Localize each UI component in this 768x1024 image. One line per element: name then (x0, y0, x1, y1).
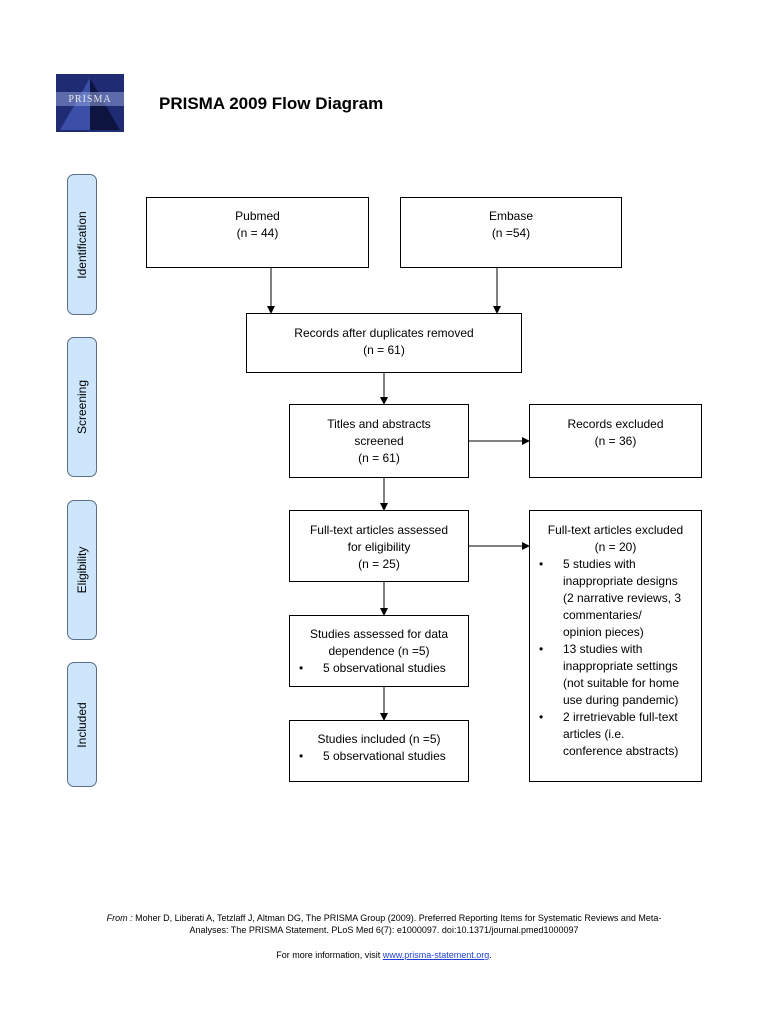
settings-line: use during pandemic) (563, 693, 679, 707)
page-title: PRISMA 2009 Flow Diagram (159, 94, 384, 113)
dependence-item: 5 observational studies (290, 660, 468, 677)
citation-footer: From : Moher D, Liberati A, Tetzlaff J, … (0, 912, 768, 936)
box-fulltext-assessed: Full-text articles assessed for eligibil… (289, 510, 469, 582)
screened-count: (n = 61) (358, 451, 400, 465)
irretrievable-line: 2 irretrievable full-text (563, 710, 678, 724)
more-info: For more information, visit www.prisma-s… (0, 950, 768, 960)
settings-line: 13 studies with (563, 642, 643, 656)
box-pubmed: Pubmed (n = 44) (146, 197, 369, 268)
dependence-line1: Studies assessed for data (309, 627, 449, 641)
designs-line: (2 narrative reviews, 3 (563, 591, 682, 605)
exclusion-reason-designs: 5 studies with inappropriate designs (2 … (530, 556, 701, 641)
exclusion-reason-settings: 13 studies with inappropriate settings (… (530, 641, 701, 709)
box-records-excluded: Records excluded (n = 36) (529, 404, 702, 478)
citation-line1: Moher D, Liberati A, Tetzlaff J, Altman … (135, 913, 662, 923)
designs-line: commentaries/ (563, 608, 642, 622)
duplicates-count: (n = 61) (363, 343, 405, 357)
box-embase: Embase (n =54) (400, 197, 622, 268)
settings-line: inappropriate settings (563, 659, 678, 673)
phase-included: Included (67, 662, 97, 787)
phase-eligibility: Eligibility (67, 500, 97, 640)
designs-line: opinion pieces) (563, 625, 644, 639)
prisma-website-link[interactable]: www.prisma-statement.org (382, 950, 490, 960)
designs-line: inappropriate designs (563, 574, 678, 588)
embase-label: Embase (488, 209, 534, 223)
screened-line2: screened (354, 434, 404, 448)
pubmed-label: Pubmed (235, 209, 280, 223)
irretrievable-line: conference abstracts) (563, 744, 679, 758)
fulltext-count: (n = 25) (358, 557, 400, 571)
excluded-count: (n = 36) (594, 434, 637, 448)
box-duplicates-removed: Records after duplicates removed (n = 61… (246, 313, 522, 373)
box-screened: Titles and abstracts screened (n = 61) (289, 404, 469, 478)
pubmed-count: (n = 44) (236, 226, 279, 240)
irretrievable-line: articles (i.e. (563, 727, 625, 741)
duplicates-label: Records after duplicates removed (294, 326, 474, 340)
phase-screening: Screening (67, 337, 97, 477)
more-info-suffix: . (489, 950, 492, 960)
logo-triangle (56, 74, 124, 132)
included-label: Studies included (n =5) (317, 732, 441, 746)
logo-text: PRISMA (68, 94, 112, 105)
embase-count: (n =54) (491, 226, 531, 240)
citation-line2: Analyses: The PRISMA Statement. PLoS Med… (189, 925, 579, 935)
more-info-prefix: For more information, visit (276, 950, 383, 960)
box-studies-included: Studies included (n =5) 5 observational … (289, 720, 469, 782)
fulltext-excluded-label: Full-text articles excluded (547, 523, 684, 537)
excluded-label: Records excluded (567, 417, 664, 431)
box-fulltext-excluded: Full-text articles excluded (n = 20) 5 s… (529, 510, 702, 782)
designs-line: 5 studies with (563, 557, 636, 571)
screened-line1: Titles and abstracts (327, 417, 431, 431)
phase-identification: Identification (67, 174, 97, 315)
fulltext-line1: Full-text articles assessed (309, 523, 449, 537)
prisma-logo: PRISMA (56, 74, 124, 132)
settings-line: (not suitable for home (563, 676, 680, 690)
included-item: 5 observational studies (290, 748, 468, 765)
exclusion-reason-irretrievable: 2 irretrievable full-text articles (i.e.… (530, 709, 701, 760)
fulltext-line2: for eligibility (347, 540, 411, 554)
box-data-dependence: Studies assessed for data dependence (n … (289, 615, 469, 687)
citation-from: From : (106, 913, 133, 923)
fulltext-excluded-count: (n = 20) (594, 540, 637, 554)
dependence-line2: dependence (n =5) (328, 644, 430, 658)
